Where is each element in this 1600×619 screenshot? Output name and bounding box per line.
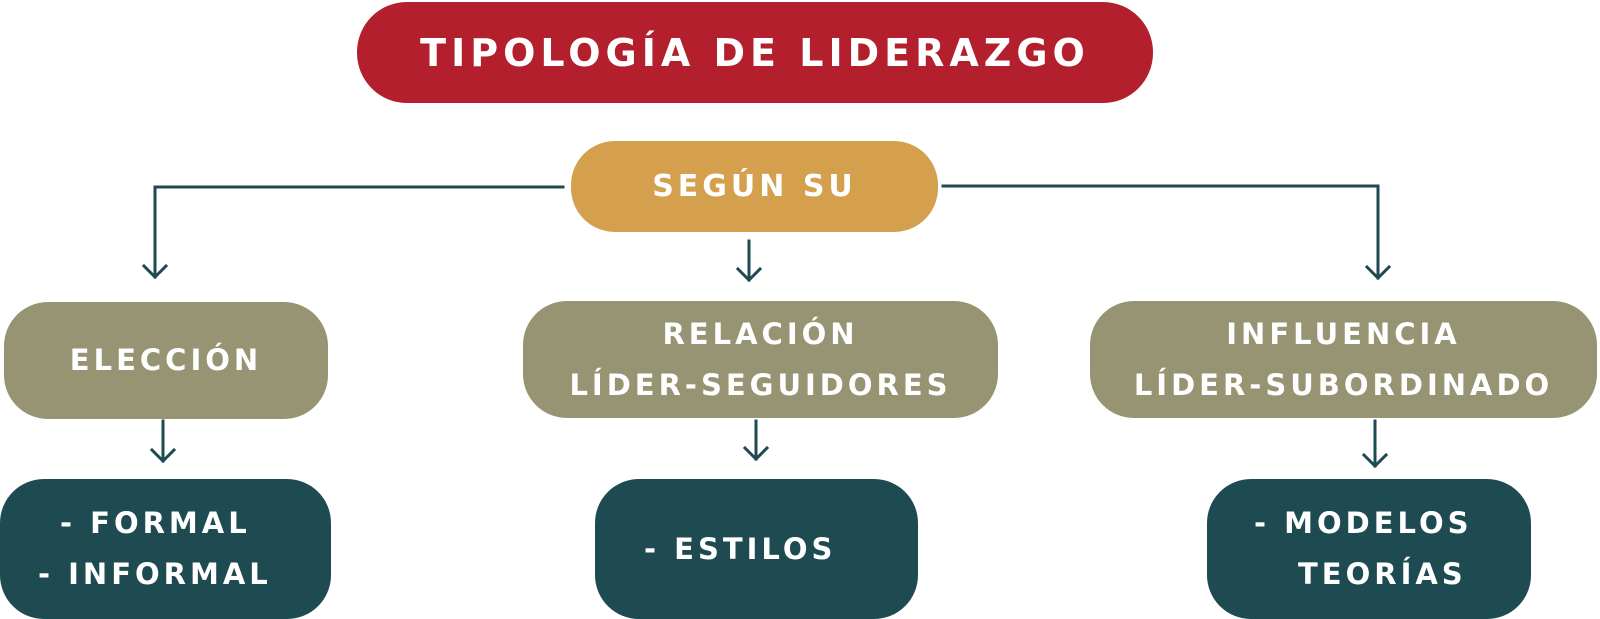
category-label: LÍDER-SUBORDINADO xyxy=(1133,367,1554,402)
category-label: INFLUENCIA xyxy=(1226,316,1461,351)
leaf-item: TEORÍAS xyxy=(1298,557,1467,591)
diagram-title-text: TIPOLOGÍA DE LIDERAZGO xyxy=(420,30,1090,75)
arrowhead-eleccion-leaf xyxy=(149,447,177,464)
category-node-eleccion: ELECCIÓN xyxy=(4,302,328,419)
leaf-item: - INFORMAL xyxy=(38,557,272,591)
arrowhead-relacion-leaf xyxy=(742,445,770,462)
leaf-node-influencia: - MODELOS TEORÍAS xyxy=(1207,479,1531,619)
category-label: ELECCIÓN xyxy=(69,343,263,377)
arrowhead-influencia-leaf xyxy=(1361,452,1389,469)
leaf-node-relacion: - ESTILOS xyxy=(595,479,918,619)
arrowhead-eleccion xyxy=(141,263,169,280)
arrowhead-influencia xyxy=(1364,264,1392,281)
root-node: SEGÚN SU xyxy=(571,141,938,232)
connector-root-to-eleccion xyxy=(153,185,565,279)
leaf-item: - FORMAL xyxy=(60,506,251,540)
leaf-node-eleccion: - FORMAL - INFORMAL xyxy=(0,479,331,619)
connector-root-to-influencia xyxy=(941,184,1380,280)
category-node-influencia: INFLUENCIA LÍDER-SUBORDINADO xyxy=(1090,301,1597,418)
leaf-item: - ESTILOS xyxy=(644,531,837,566)
arrowhead-relacion xyxy=(735,266,763,283)
diagram-title: TIPOLOGÍA DE LIDERAZGO xyxy=(357,2,1153,103)
category-label: LÍDER-SEGUIDORES xyxy=(569,367,952,402)
leaf-item: - MODELOS xyxy=(1254,506,1473,540)
category-label: RELACIÓN xyxy=(662,316,859,351)
root-node-text: SEGÚN SU xyxy=(652,169,857,204)
category-node-relacion: RELACIÓN LÍDER-SEGUIDORES xyxy=(523,301,998,418)
